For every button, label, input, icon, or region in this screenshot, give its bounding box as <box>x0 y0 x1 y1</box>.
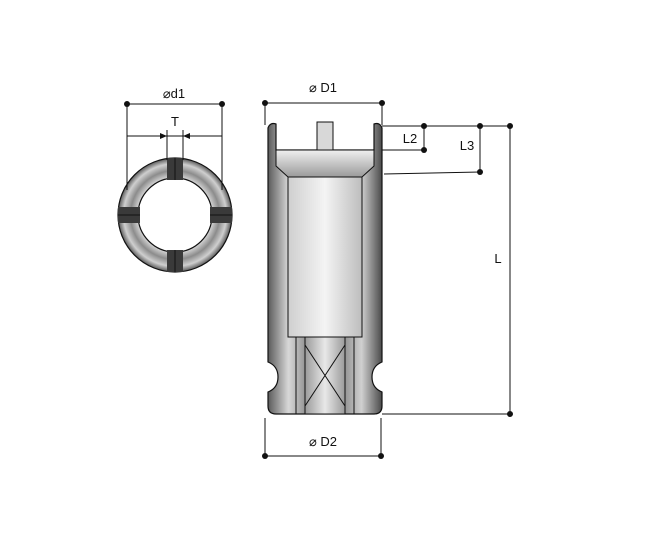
label-d1: ⌀d1 <box>163 86 185 101</box>
label-L2: L2 <box>403 131 417 146</box>
dimension-t: T <box>127 114 222 160</box>
dimension-d1: ⌀d1 <box>124 86 225 190</box>
dimension-D1: ⌀ D1 <box>262 80 385 125</box>
socket-top-cap <box>275 149 375 178</box>
dimension-L3: L3 <box>383 123 483 175</box>
ring-inner <box>137 177 213 253</box>
dimension-L2: L2 <box>382 123 510 153</box>
socket-bore <box>287 176 363 338</box>
dimension-D2: ⌀ D2 <box>262 418 384 459</box>
label-t: T <box>171 114 179 129</box>
ring-end-view <box>117 157 233 273</box>
socket-tab <box>316 121 334 151</box>
label-D1: ⌀ D1 <box>309 80 337 95</box>
label-L: L <box>494 251 501 266</box>
dimension-L: L <box>382 123 513 417</box>
label-D2: ⌀ D2 <box>309 434 337 449</box>
label-L3: L3 <box>460 138 474 153</box>
socket-side-view <box>267 121 383 415</box>
